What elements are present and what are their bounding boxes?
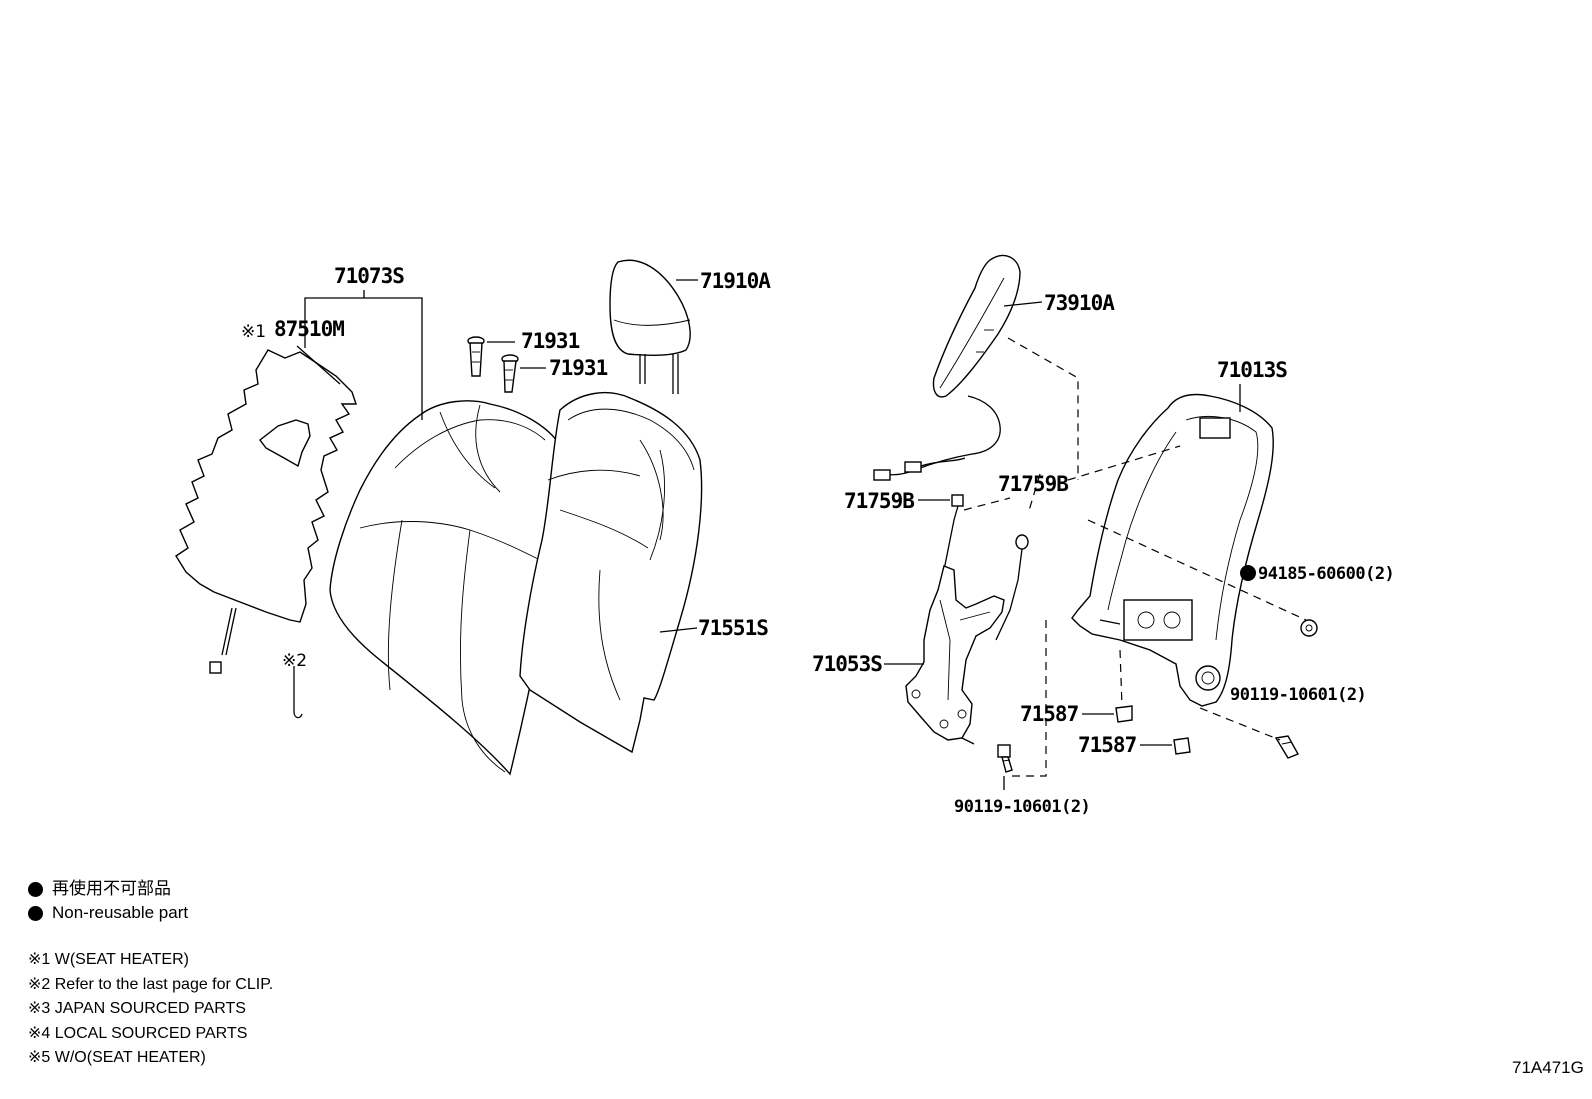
headrest-guide-part-a[interactable] <box>467 336 485 377</box>
label-cap-b[interactable]: 71587 <box>1078 733 1138 757</box>
legend-row-en: Non-reusable part <box>28 901 188 925</box>
non-reusable-marker <box>1240 565 1256 581</box>
side-airbag-part[interactable] <box>873 254 1021 481</box>
footnote: ※2 Refer to the last page for CLIP. <box>28 975 274 993</box>
label-sensor-a[interactable]: 71759B <box>844 489 915 513</box>
adjuster-part[interactable] <box>905 565 1005 745</box>
leader-lines-left <box>293 279 698 680</box>
bolt-part-bottom[interactable] <box>997 744 1013 773</box>
footnote: ※1 W(SEAT HEATER) <box>28 951 189 968</box>
footnote: ※5 W/O(SEAT HEATER) <box>28 1049 206 1066</box>
sensor-part-a[interactable] <box>943 494 964 571</box>
headrest-part[interactable] <box>609 259 691 394</box>
seat-heater-part[interactable] <box>175 349 357 674</box>
label-headrest[interactable]: 71910A <box>700 269 772 293</box>
label-guide-a[interactable]: 71931 <box>521 329 581 353</box>
diagram-code: 71A471G <box>1512 1058 1584 1077</box>
clip-part[interactable] <box>293 680 303 719</box>
nut-part[interactable] <box>1300 619 1318 637</box>
legend: 再使用不可部品 Non-reusable part <box>28 877 188 925</box>
label-cap-a[interactable]: 71587 <box>1020 702 1080 726</box>
label-frame[interactable]: 71013S <box>1217 358 1288 382</box>
label-bolt-bottom[interactable]: 90119-10601(2) <box>954 797 1091 817</box>
bolt-part-right[interactable] <box>1274 735 1299 759</box>
label-guide-b[interactable]: 71931 <box>549 356 609 380</box>
label-nut[interactable]: 94185-60600(2) <box>1258 564 1395 584</box>
non-reusable-dot-icon <box>28 905 43 921</box>
cap-part-a[interactable] <box>1115 705 1133 723</box>
seat-frame-part[interactable] <box>1071 393 1274 707</box>
non-reusable-dot-icon <box>28 881 43 897</box>
seat-pad-part[interactable] <box>519 391 703 754</box>
label-heater[interactable]: 87510M <box>274 317 345 341</box>
footnote: ※3 JAPAN SOURCED PARTS <box>28 1000 246 1017</box>
footnote: ※4 LOCAL SOURCED PARTS <box>28 1024 248 1042</box>
leader-lines-right <box>884 301 1307 790</box>
legend-row-jp: 再使用不可部品 <box>28 877 188 901</box>
note-mark-2: ※2 <box>282 651 307 671</box>
label-bolt-right[interactable]: 90119-10601(2) <box>1230 685 1367 705</box>
note-mark-1: ※1 <box>241 322 266 342</box>
legend-text-jp: 再使用不可部品 <box>52 879 171 898</box>
cap-part-b[interactable] <box>1173 737 1191 755</box>
seat-cover-part[interactable] <box>329 400 563 776</box>
sensor-part-b[interactable] <box>995 534 1029 641</box>
headrest-guide-part-b[interactable] <box>501 354 519 393</box>
label-sensor-b[interactable]: 71759B <box>998 472 1069 496</box>
footnotes: ※1 W(SEAT HEATER) ※2 Refer to the last p… <box>28 948 273 1071</box>
label-airbag[interactable]: 73910A <box>1044 291 1116 315</box>
label-adjuster[interactable]: 71053S <box>812 652 883 676</box>
label-cover-assy[interactable]: 71073S <box>334 264 405 288</box>
legend-text-en: Non-reusable part <box>52 903 189 922</box>
label-pad[interactable]: 71551S <box>698 616 769 640</box>
